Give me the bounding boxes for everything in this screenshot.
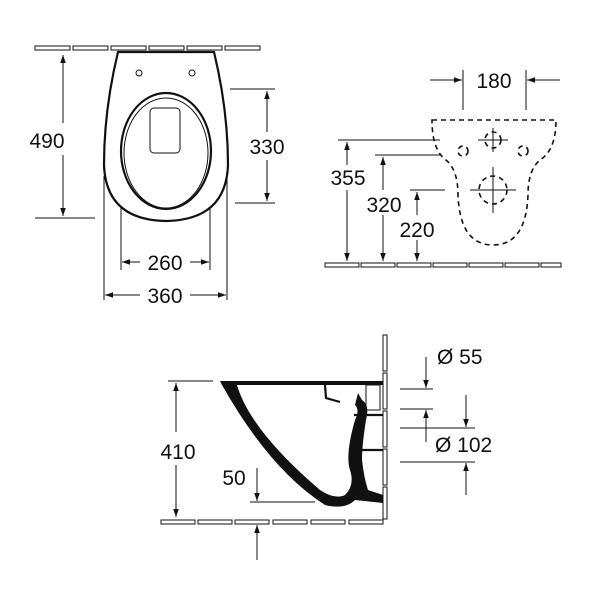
fixing-points — [457, 128, 529, 213]
bowl-profile — [220, 381, 383, 507]
side-view: 410 50 Ø 55 Ø 102 — [160, 334, 492, 560]
floor-tiles-rear — [324, 262, 562, 268]
fixing-hole-left — [135, 69, 143, 77]
floor-tiles-side — [160, 519, 384, 525]
wall-side — [382, 334, 388, 520]
bowl-outline-dashed — [431, 119, 557, 246]
dim-50: 50 — [222, 467, 245, 490]
dim-220: 220 — [399, 219, 434, 242]
seat-opening — [119, 91, 213, 211]
dim-180: 180 — [476, 70, 511, 93]
top-view: 490 330 260 360 — [29, 45, 285, 308]
dim-330: 330 — [249, 136, 284, 159]
dim-360: 360 — [147, 285, 182, 308]
wall-tiles-top — [34, 45, 261, 51]
dim-diameter-55: Ø 55 — [437, 346, 483, 369]
dim-355: 355 — [330, 167, 365, 190]
lid-square — [149, 107, 181, 154]
fixing-hole-right — [188, 69, 196, 77]
dim-320: 320 — [366, 194, 401, 217]
bowl-outline — [102, 50, 230, 223]
dim-260: 260 — [147, 252, 182, 275]
dim-410: 410 — [160, 441, 195, 464]
dim-490: 490 — [29, 130, 64, 153]
rear-view: 180 355 320 220 — [324, 70, 562, 268]
dim-diameter-102: Ø 102 — [435, 434, 492, 457]
